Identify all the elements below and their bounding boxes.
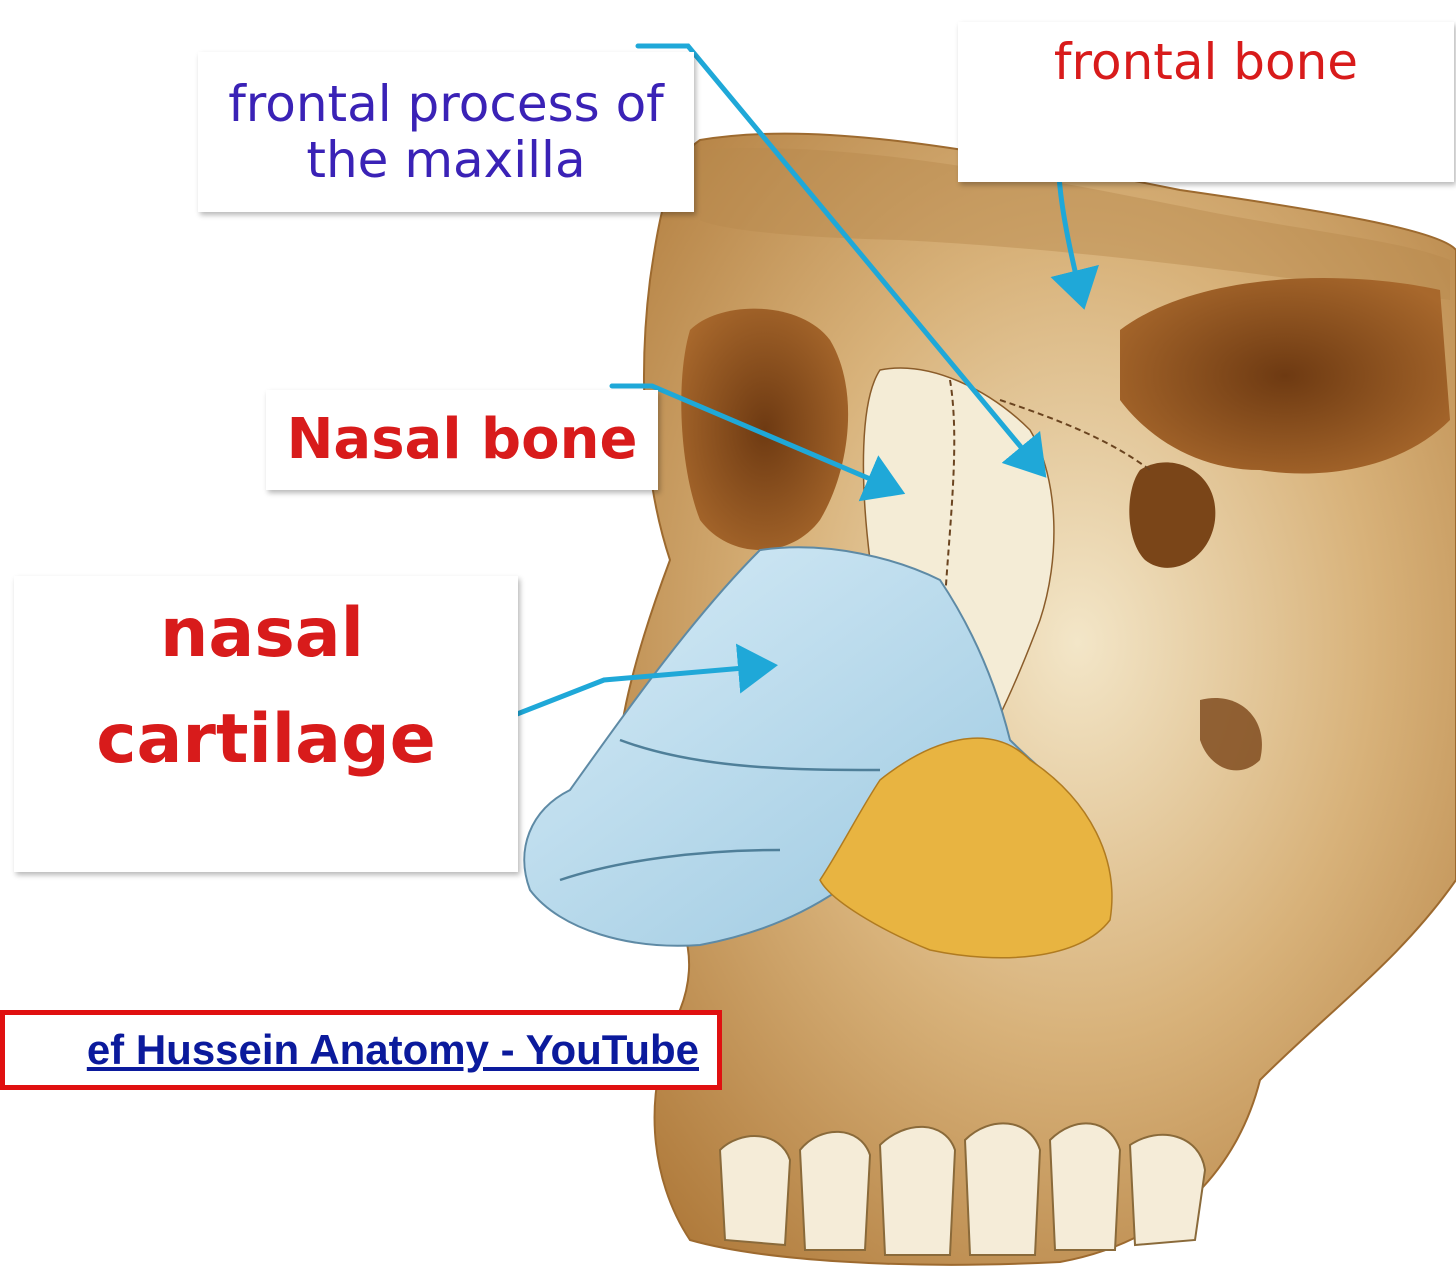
nasal-cartilage-label-line1: nasal	[10, 596, 514, 672]
nasal-bone-label-box: Nasal bone	[266, 390, 658, 490]
frontal-process-label-line1: frontal process of	[228, 76, 664, 132]
nasal-cartilage-label-box: nasal cartilage	[14, 576, 518, 872]
frontal-bone-label-box: frontal bone	[958, 22, 1454, 182]
source-link-box: ef Hussein Anatomy - YouTube	[0, 1010, 722, 1090]
frontal-bone-label: frontal bone	[1054, 34, 1358, 90]
source-link[interactable]: ef Hussein Anatomy - YouTube	[87, 1026, 699, 1074]
nasal-cartilage-label-line2: cartilage	[14, 702, 518, 778]
right-orbit	[1120, 278, 1450, 473]
left-orbit	[681, 309, 848, 550]
frontal-process-label-line2: the maxilla	[228, 132, 664, 188]
frontal-process-label-box: frontal process of the maxilla	[198, 52, 694, 212]
nasal-bone-label: Nasal bone	[287, 409, 638, 472]
